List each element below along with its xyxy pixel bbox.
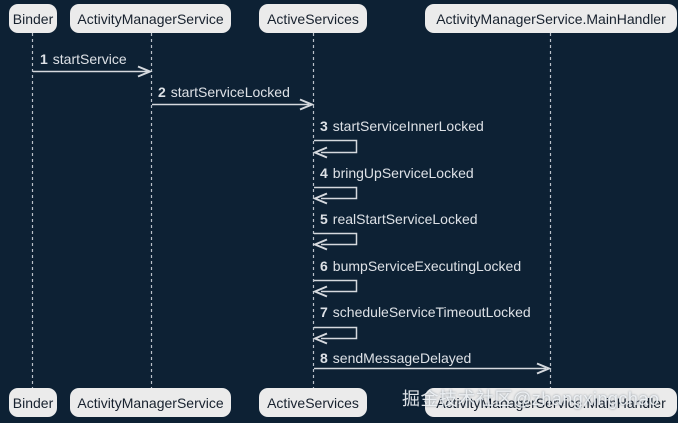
message-8-arrowhead-icon — [536, 362, 552, 375]
message-4-selfloop — [314, 186, 358, 200]
message-3-selfloop — [314, 139, 358, 154]
message-1-arrowhead-icon — [137, 65, 153, 78]
watermark: 掘金技术社区@zhangxingchao — [402, 389, 660, 409]
message-text: startServiceLocked — [170, 84, 290, 100]
participant-binder-bottom: Binder — [9, 388, 57, 417]
message-5-arrowhead-icon — [312, 238, 328, 251]
message-text: startServiceInnerLocked — [332, 118, 484, 134]
message-7-selfloop — [314, 326, 358, 340]
message-text: scheduleServiceTimeoutLocked — [332, 304, 531, 320]
message-number: 3 — [320, 118, 328, 134]
message-5-selfloop — [314, 232, 358, 246]
message-text: realStartServiceLocked — [332, 211, 478, 227]
message-2-arrowhead-icon — [299, 98, 315, 111]
message-number: 1 — [40, 51, 48, 67]
participant-label: ActivityManagerService.MainHandler — [436, 394, 666, 411]
message-text: bringUpServiceLocked — [332, 165, 474, 181]
message-text: sendMessageDelayed — [332, 350, 472, 366]
participant-label: Binder — [12, 394, 54, 411]
message-4-arrowhead-icon — [312, 192, 328, 205]
message-7-arrowhead-icon — [312, 332, 328, 345]
participant-mainhandler-bottom: ActivityManagerService.MainHandler — [425, 388, 677, 417]
participant-label: ActivityManagerService.MainHandler — [436, 10, 666, 27]
message-text: bumpServiceExecutingLocked — [332, 258, 522, 274]
participant-ams-top: ActivityManagerService — [70, 4, 231, 33]
message-number: 8 — [320, 350, 328, 366]
participant-label: ActiveServices — [267, 10, 359, 27]
participant-binder-top: Binder — [9, 4, 57, 33]
message-6-selfloop — [314, 279, 358, 293]
participant-activeservices-bottom: ActiveServices — [259, 388, 367, 417]
participant-label: ActivityManagerService — [77, 394, 224, 411]
message-6-arrowhead-icon — [312, 285, 328, 298]
message-number: 5 — [320, 211, 328, 227]
participant-mainhandler-top: ActivityManagerService.MainHandler — [425, 4, 677, 33]
participant-label: Binder — [12, 10, 54, 27]
message-number: 2 — [158, 84, 166, 100]
message-number: 4 — [320, 165, 328, 181]
message-number: 6 — [320, 258, 328, 274]
participant-label: ActiveServices — [267, 394, 359, 411]
message-3-arrowhead-icon — [312, 146, 328, 159]
message-text: startService — [52, 51, 127, 67]
participant-ams-bottom: ActivityManagerService — [70, 388, 231, 417]
participant-activeservices-top: ActiveServices — [259, 4, 367, 33]
participant-label: ActivityManagerService — [77, 10, 224, 27]
message-number: 7 — [320, 304, 328, 320]
